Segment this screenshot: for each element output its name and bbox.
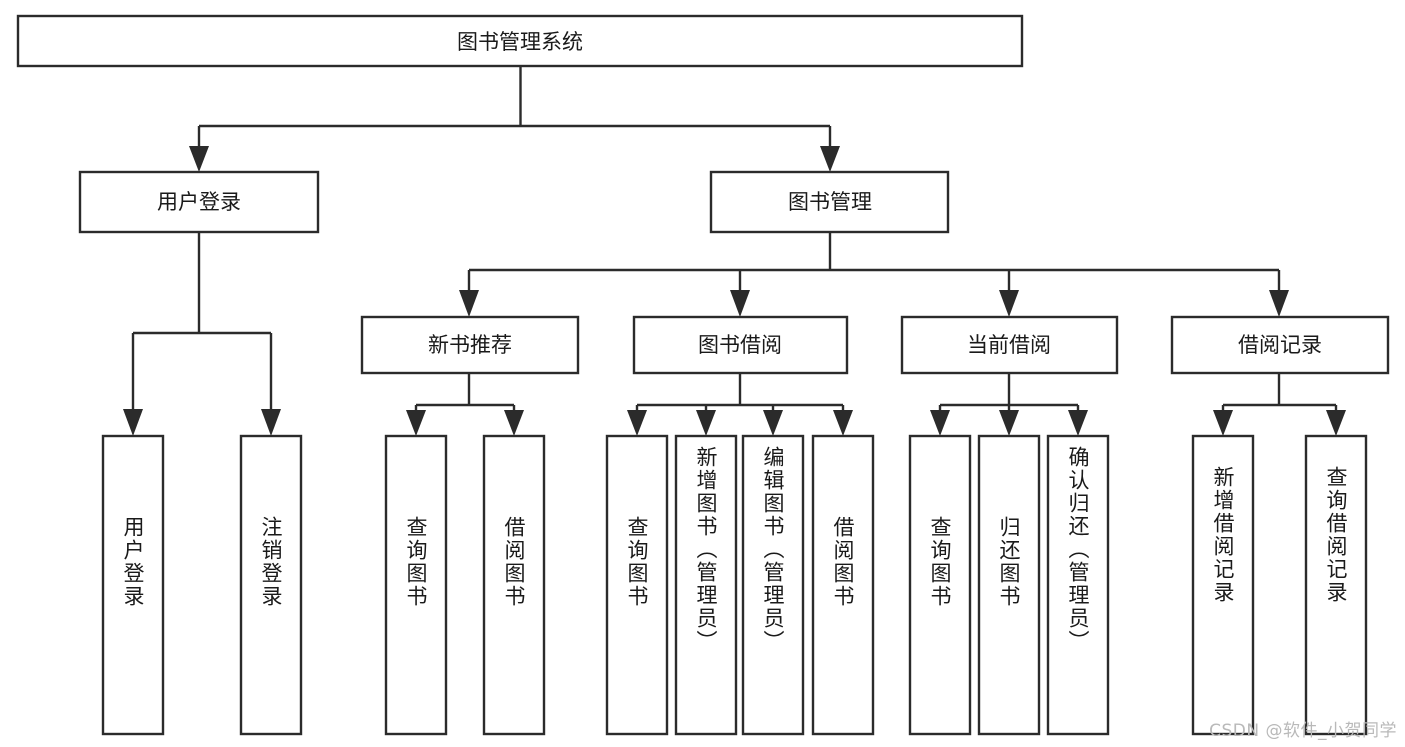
arrow-head-book-mgmt [820, 146, 840, 172]
node-new-book-recommend[interactable]: 新书推荐 [360, 315, 580, 375]
leaf-boxes-borrow [605, 434, 875, 736]
arrow-head-nb-leaf1 [406, 410, 426, 436]
arrow-head-bw-leaf3 [763, 410, 783, 436]
node-root[interactable]: 图书管理系统 [16, 14, 1024, 68]
arrow-head-rc-leaf1 [1213, 410, 1233, 436]
leaf-boxes-records [1191, 434, 1368, 736]
node-root-label: 图书管理系统 [457, 30, 583, 54]
arrow-head-ul-leaf2 [261, 409, 281, 436]
leaf-box-user-login-signout[interactable] [239, 434, 303, 736]
leaf-box-borrow-lend[interactable] [811, 434, 875, 736]
node-current-borrow-box[interactable] [900, 315, 1119, 375]
node-borrow-records-label: 借阅记录 [1238, 333, 1322, 357]
arrow-head-rc-leaf2 [1326, 410, 1346, 436]
connector-group-book-mgmt [459, 232, 1289, 317]
leaf-box-user-login-signin[interactable] [101, 434, 165, 736]
arrow-head-user-login [189, 146, 209, 172]
leaf-boxes-user-login [101, 434, 303, 736]
node-book-borrow[interactable]: 图书借阅 [632, 315, 849, 375]
connector-group-current [930, 373, 1088, 436]
leaf-box-newbooks-borrow[interactable] [482, 434, 546, 736]
node-book-management-box[interactable] [709, 170, 950, 234]
arrow-head-cu-leaf1 [930, 410, 950, 436]
leaf-box-borrow-search[interactable] [605, 434, 669, 736]
connector-group-new-books [406, 373, 524, 436]
node-book-management-label: 图书管理 [788, 190, 872, 214]
node-borrow-records-box[interactable] [1170, 315, 1390, 375]
leaf-box-current-confirm[interactable] [1046, 434, 1110, 736]
node-new-book-recommend-box[interactable] [360, 315, 580, 375]
leaf-box-borrow-add[interactable] [674, 434, 738, 736]
arrow-head-cu-leaf2 [999, 410, 1019, 436]
node-book-borrow-box[interactable] [632, 315, 849, 375]
leaf-box-newbooks-search[interactable] [384, 434, 448, 736]
arrow-head-ul-leaf1 [123, 409, 143, 436]
arrow-head-nb-leaf2 [504, 410, 524, 436]
leaf-box-records-add[interactable] [1191, 434, 1255, 736]
node-borrow-records[interactable]: 借阅记录 [1170, 315, 1390, 375]
node-new-book-recommend-label: 新书推荐 [428, 333, 512, 357]
connector-group-records [1213, 373, 1346, 436]
arrow-head-bw-leaf2 [696, 410, 716, 436]
arrow-head-new-books [459, 290, 479, 317]
node-root-box[interactable] [16, 14, 1024, 68]
arrow-head-cu-leaf3 [1068, 410, 1088, 436]
connector-group-user-login [123, 232, 281, 436]
connector-group-borrow [627, 373, 853, 436]
leaf-box-borrow-edit[interactable] [741, 434, 805, 736]
node-book-management[interactable]: 图书管理 [709, 170, 950, 234]
node-user-login-label: 用户登录 [157, 190, 241, 214]
leaf-boxes-new-books [384, 434, 546, 736]
connector-group-root [189, 66, 840, 172]
arrow-head-borrow [730, 290, 750, 317]
leaf-boxes-current [908, 434, 1110, 736]
node-user-login[interactable]: 用户登录 [78, 170, 320, 234]
arrow-head-current [999, 290, 1019, 317]
node-current-borrow-label: 当前借阅 [967, 333, 1051, 357]
arrow-head-bw-leaf1 [627, 410, 647, 436]
leaf-box-current-search[interactable] [908, 434, 972, 736]
leaf-box-records-search[interactable] [1304, 434, 1368, 736]
node-user-login-box[interactable] [78, 170, 320, 234]
node-book-borrow-label: 图书借阅 [698, 333, 782, 357]
arrow-head-records [1269, 290, 1289, 317]
arrow-head-bw-leaf4 [833, 410, 853, 436]
node-current-borrow[interactable]: 当前借阅 [900, 315, 1119, 375]
leaf-box-current-return[interactable] [977, 434, 1041, 736]
